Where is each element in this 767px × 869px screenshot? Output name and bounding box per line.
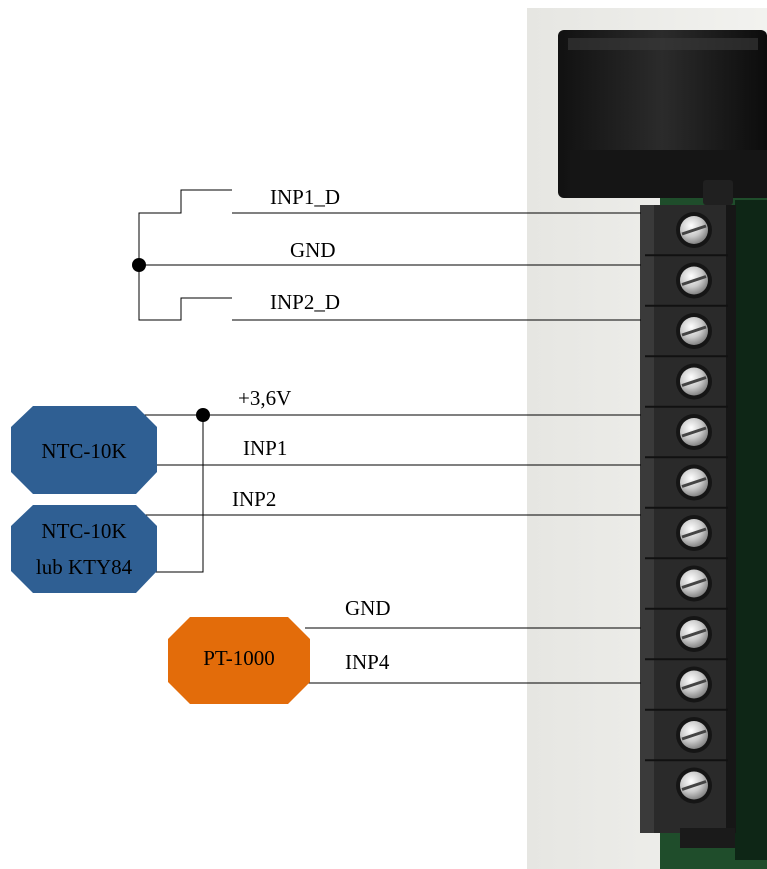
sensor-pt-1000 xyxy=(168,617,310,704)
label-inp1-d: INP1_D xyxy=(270,185,340,209)
junction-gnd xyxy=(132,258,146,272)
label-plus-3v6: +3,6V xyxy=(238,386,291,410)
label-gnd-top: GND xyxy=(290,238,336,262)
label-inp1: INP1 xyxy=(243,436,287,460)
terminal-screw xyxy=(645,414,728,459)
terminal-screw xyxy=(645,363,728,408)
label-inp2-d: INP2_D xyxy=(270,290,340,314)
terminal-screws xyxy=(645,212,728,804)
terminal-screw xyxy=(645,464,728,509)
terminal-screw xyxy=(645,565,728,610)
wires xyxy=(135,189,641,684)
label-inp2: INP2 xyxy=(232,487,276,511)
terminal-screw xyxy=(645,666,728,711)
terminal-screw xyxy=(645,717,728,762)
terminal-screw xyxy=(645,515,728,560)
terminal-screw xyxy=(645,262,728,307)
board-photo xyxy=(527,8,767,869)
terminal-screw xyxy=(676,767,712,804)
switch-inp2 xyxy=(138,265,232,321)
label-inp4: INP4 xyxy=(345,650,390,674)
junction-3v6 xyxy=(196,408,210,422)
terminal-screw xyxy=(645,212,728,257)
sensor-ntc2-label-1: NTC-10K xyxy=(41,519,126,543)
sensor-ntc2-label-2: lub KTY84 xyxy=(36,555,133,579)
dc-power-jack xyxy=(558,30,767,198)
pcb-dark-strip xyxy=(735,200,767,860)
terminal-screw xyxy=(645,313,728,358)
sensor-ntc-10k-2 xyxy=(11,505,157,593)
sensor-pt1000-label: PT-1000 xyxy=(203,646,275,670)
wire-ntc2-return xyxy=(150,415,204,573)
terminal-screw xyxy=(645,616,728,661)
sensor-ntc1-label: NTC-10K xyxy=(41,439,126,463)
label-gnd-bottom: GND xyxy=(345,596,391,620)
switch-inp1 xyxy=(138,189,232,265)
sensor-ntc-10k-1 xyxy=(11,406,157,494)
